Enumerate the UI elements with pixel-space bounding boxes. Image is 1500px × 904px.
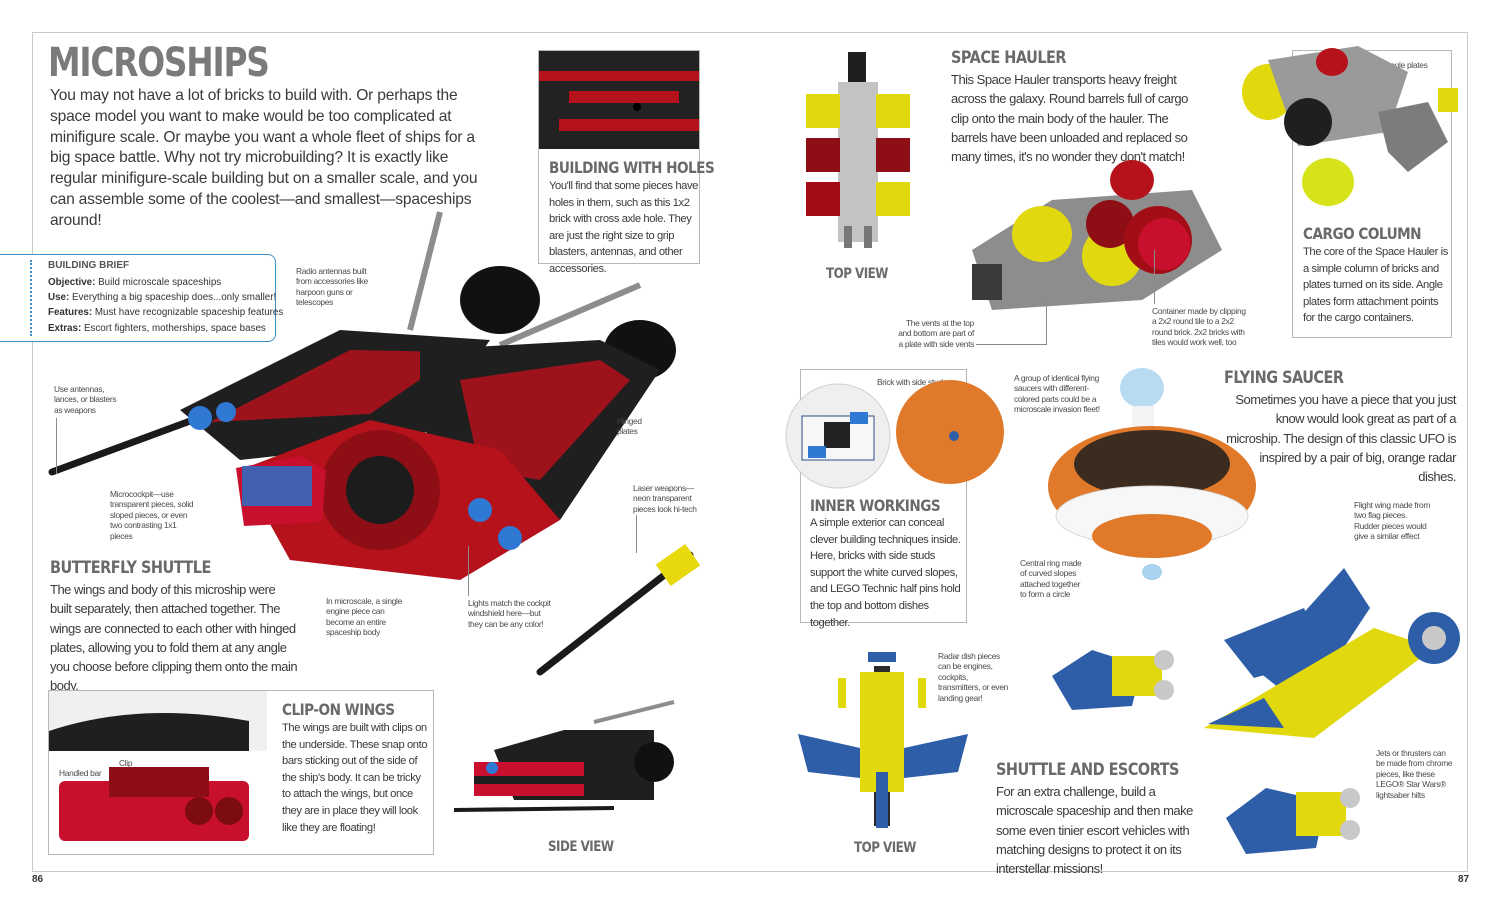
callout-jets: Jets or thrusters can be made from chrom… [1376, 748, 1453, 800]
leader-vents-v [1046, 300, 1047, 345]
leader-laser [636, 515, 637, 553]
callout-central-ring: Central ring made of curved slopes attac… [1020, 558, 1082, 600]
brief-row-features: Features: Must have recognizable spacesh… [48, 307, 284, 319]
clipon-box: Clip Handled bar CLIP-ON WINGS The wings… [48, 690, 434, 855]
side-view-image [453, 700, 675, 812]
callout-use-antennas: Use antennas, lances, or blasters as wea… [54, 384, 117, 415]
brief-dots [30, 260, 32, 336]
clipon-heading: CLIP-ON WINGS [282, 700, 395, 719]
callout-engine: In microscale, a single engine piece can… [326, 596, 402, 638]
cargo-heading: CARGO COLUMN [1303, 224, 1422, 243]
clipon-photo [49, 691, 267, 841]
butterfly-heading: BUTTERFLY SHUTTLE [50, 558, 211, 578]
brief-row-objective: Objective: Build microscale spaceships [48, 277, 222, 288]
page-number-right: 87 [1458, 874, 1470, 885]
spread-frame [32, 32, 1468, 872]
hauler-top-view-image [806, 52, 910, 248]
shuttle-heading: SHUTTLE AND ESCORTS [996, 760, 1179, 780]
cargo-column-image [1242, 46, 1458, 206]
label-side-studs: Brick with side studs [877, 377, 947, 387]
hauler-heading: SPACE HAULER [951, 48, 1067, 68]
callout-microcockpit: Microcockpit—use transparent pieces, sol… [110, 489, 194, 541]
page-number-left: 86 [32, 874, 44, 885]
inner-heading: INNER WORKINGS [810, 496, 941, 515]
leader-vents [976, 344, 1046, 345]
inner-text: A simple exterior can conceal clever bui… [810, 517, 961, 629]
holes-box: BUILDING WITH HOLES You'll find that som… [538, 50, 715, 275]
label-clip: Clip [119, 758, 133, 768]
holes-text: You'll find that some pieces have holes … [549, 180, 698, 275]
label-handled-bar: Handled bar [59, 768, 102, 778]
escort-ship-1-image [1052, 650, 1174, 710]
clipon-text: The wings are built with clips on the un… [282, 722, 428, 834]
escort-ship-2-image [1226, 788, 1360, 854]
callout-container: Container made by clipping a 2x2 round t… [1152, 306, 1246, 348]
space-hauler-image [972, 160, 1222, 310]
shuttle-top-view-image [798, 652, 968, 828]
leader-lights [468, 546, 469, 596]
hauler-text: This Space Hauler transports heavy freig… [951, 72, 1188, 165]
cargo-text: The core of the Space Hauler is a simple… [1303, 246, 1448, 325]
inner-workings-image [785, 380, 1004, 489]
brief-row-use: Use: Everything a big spaceship does...o… [48, 292, 277, 304]
shuttle-text: For an extra challenge, build a microsca… [996, 784, 1193, 877]
callout-laser-weapons: Laser weapons—neon transparent pieces lo… [633, 483, 697, 514]
callout-hinged-plates: Hinged plates [617, 416, 642, 437]
callout-radar: Radar dish pieces can be engines, cockpi… [938, 651, 1009, 703]
shuttle-top-view-label: TOP VIEW [854, 840, 916, 856]
hauler-top-view-label: TOP VIEW [826, 266, 888, 282]
page-title: MICROSHIPS [48, 40, 270, 86]
holes-heading: BUILDING WITH HOLES [549, 158, 715, 177]
label-angle-plates: Angle plates [1385, 60, 1428, 70]
callout-flight-wing: Flight wing made from two flag pieces. R… [1354, 500, 1431, 542]
intro-paragraph: You may not have a lot of bricks to buil… [50, 87, 478, 229]
building-brief: BUILDING BRIEF Objective: Build microsca… [0, 254, 283, 342]
holes-photo [539, 51, 699, 149]
leader-container [1154, 250, 1155, 304]
callout-saucer-group: A group of identical flying saucers with… [1014, 373, 1100, 415]
side-view-label: SIDE VIEW [548, 839, 614, 855]
shuttle-image [1204, 568, 1460, 738]
saucer-text: Sometimes you have a piece that you just… [1226, 392, 1456, 485]
brief-row-extras: Extras: Escort fighters, motherships, sp… [48, 322, 266, 334]
callout-lights: Lights match the cockpit windshield here… [468, 598, 551, 629]
callout-radio-antennas: Radio antennas built from accessories li… [296, 266, 368, 308]
flying-saucer-image [1048, 368, 1256, 580]
brief-heading: BUILDING BRIEF [48, 260, 130, 271]
callout-vents: The vents at the top and bottom are part… [898, 318, 974, 349]
saucer-heading: FLYING SAUCER [1224, 368, 1344, 388]
leader-antennas [56, 418, 57, 474]
butterfly-shuttle-image [48, 211, 701, 676]
brief-rows: Objective: Build microscale spaceships U… [48, 275, 283, 336]
butterfly-text: The wings and body of this microship wer… [50, 582, 298, 694]
